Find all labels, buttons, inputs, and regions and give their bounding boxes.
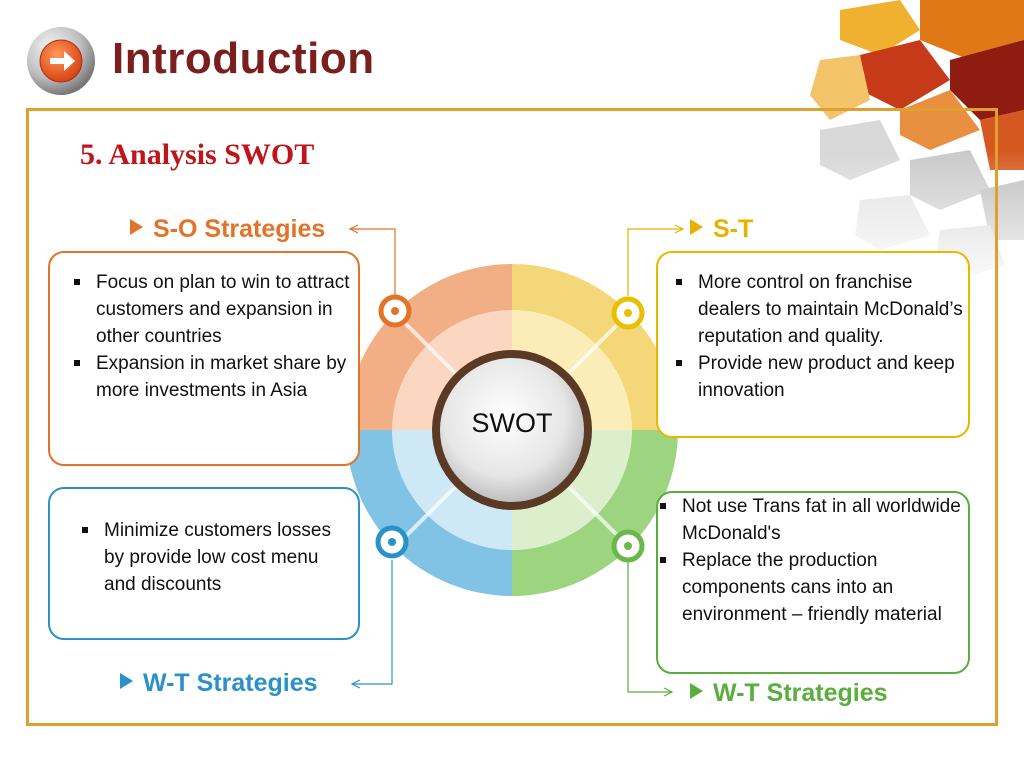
wt-strategies-heading: W-T Strategies bbox=[690, 676, 888, 710]
list-item: Not use Trans fat in all worldwide McDon… bbox=[646, 493, 968, 547]
st-strategies-box: More control on franchise dealers to mai… bbox=[656, 251, 970, 438]
so-strategies-heading: S-O Strategies bbox=[130, 212, 325, 246]
swot-ring bbox=[346, 264, 678, 596]
wo-strategies-box: Minimize customers losses by provide low… bbox=[48, 487, 360, 640]
decorative-cubes bbox=[800, 0, 1024, 300]
target-icon bbox=[611, 296, 645, 330]
triangle-bullet-icon bbox=[130, 219, 143, 235]
page-title: Introduction bbox=[112, 34, 375, 83]
triangle-bullet-icon bbox=[690, 683, 703, 699]
list-item: Expansion in market share by more invest… bbox=[60, 350, 350, 404]
list-item: Replace the production components cans i… bbox=[646, 547, 968, 628]
list-item: Provide new product and keep innovation bbox=[662, 350, 964, 404]
list-item: Minimize customers losses by provide low… bbox=[68, 517, 350, 598]
list-item: Focus on plan to win to attract customer… bbox=[60, 269, 350, 350]
target-icon bbox=[375, 525, 409, 559]
swot-center-label: SWOT bbox=[471, 408, 553, 438]
target-icon bbox=[378, 294, 412, 328]
arrow-right-icon bbox=[26, 26, 96, 96]
triangle-bullet-icon bbox=[120, 673, 133, 689]
slide-subtitle: 5. Analysis SWOT bbox=[80, 138, 315, 171]
wt-strategies-box: Not use Trans fat in all worldwide McDon… bbox=[656, 491, 970, 674]
content-frame bbox=[26, 108, 998, 726]
so-strategies-box: Focus on plan to win to attract customer… bbox=[48, 251, 360, 466]
list-item: More control on franchise dealers to mai… bbox=[662, 269, 964, 350]
wo-strategies-heading: W-T Strategies bbox=[120, 666, 318, 700]
target-icon bbox=[611, 529, 645, 563]
triangle-bullet-icon bbox=[690, 219, 703, 235]
